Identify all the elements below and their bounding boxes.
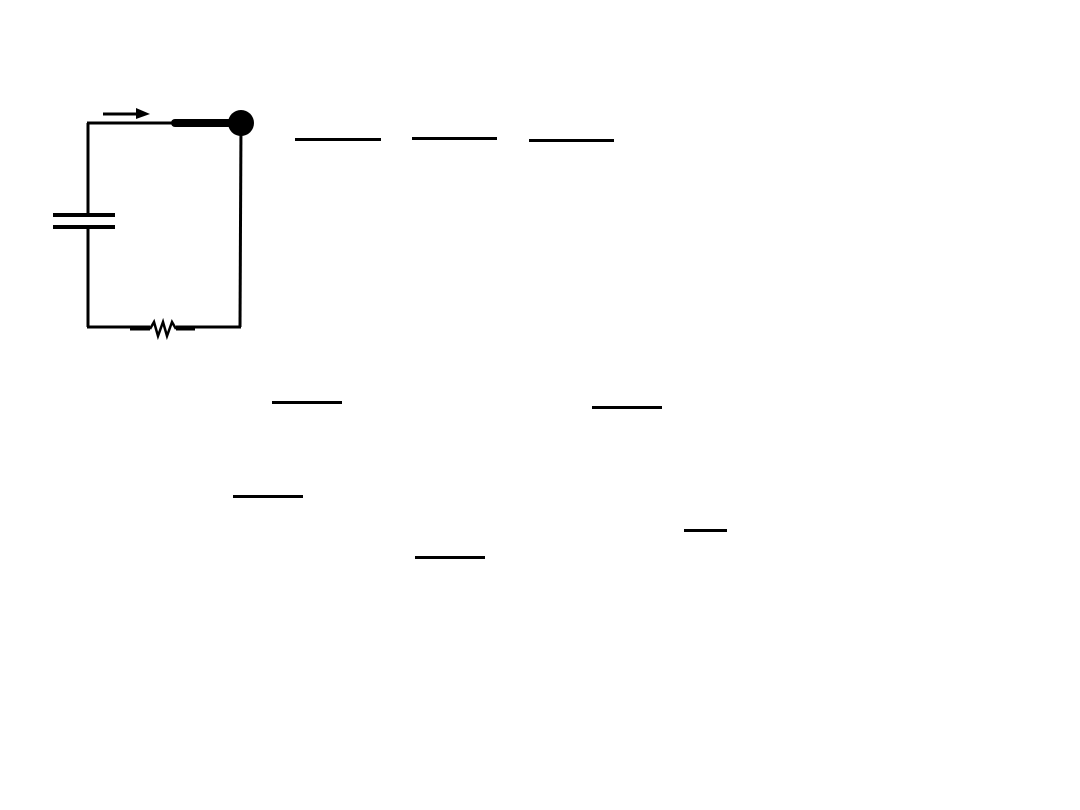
answer-blank[interactable] xyxy=(412,137,497,140)
answer-blank[interactable] xyxy=(272,401,342,404)
answer-blank[interactable] xyxy=(233,495,303,498)
wire-right xyxy=(238,122,243,328)
answer-blank[interactable] xyxy=(592,406,662,409)
arrow-right-icon xyxy=(103,108,150,119)
capacitor-icon xyxy=(53,213,115,229)
answer-blank[interactable] xyxy=(295,138,381,141)
terminal-dot-icon xyxy=(228,110,254,136)
resistor-icon xyxy=(130,317,195,341)
answer-blank[interactable] xyxy=(529,139,614,142)
answer-blank[interactable] xyxy=(415,556,485,559)
answer-blank[interactable] xyxy=(684,529,727,532)
